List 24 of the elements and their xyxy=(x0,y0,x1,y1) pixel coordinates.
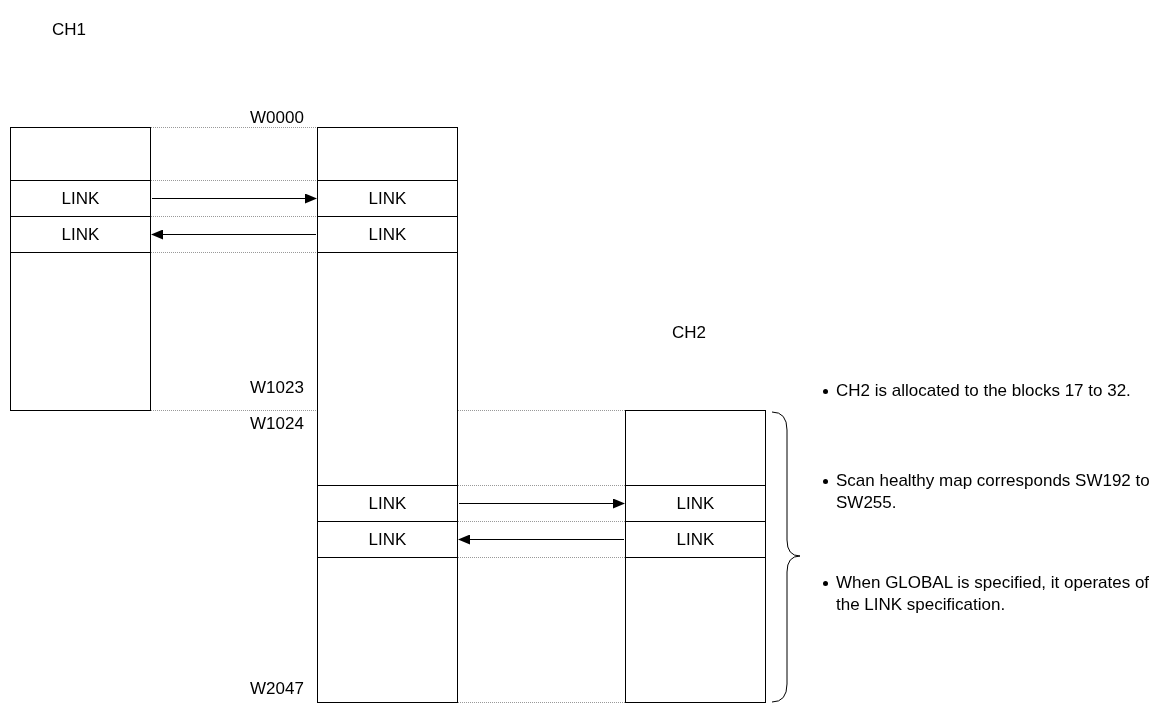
address-label: W1024 xyxy=(250,414,304,434)
block-label: LINK xyxy=(368,188,407,209)
block-label: LINK xyxy=(368,529,407,550)
block-label: LINK xyxy=(368,493,407,514)
bullet-note: CH2 is allocated to the blocks 17 to 32. xyxy=(836,380,1132,402)
address-label: W1023 xyxy=(250,378,304,398)
memory-column xyxy=(625,410,766,703)
bullet-note: When GLOBAL is specified, it operates of the LINK specification. xyxy=(836,572,1151,616)
address-label: W0000 xyxy=(250,108,304,128)
arrow xyxy=(151,229,317,240)
block-label: LINK xyxy=(61,188,100,209)
arrow xyxy=(458,498,625,509)
arrow xyxy=(458,534,625,545)
block-label: LINK xyxy=(676,529,715,550)
channel-heading: CH2 xyxy=(672,323,706,343)
channel-heading: CH1 xyxy=(52,20,86,40)
memory-column xyxy=(10,127,151,411)
block-label: LINK xyxy=(61,224,100,245)
block-label: LINK xyxy=(368,224,407,245)
bullet-note: Scan healthy map corresponds SW192 to SW255. xyxy=(836,470,1151,514)
address-label: W2047 xyxy=(250,679,304,699)
memory-column xyxy=(317,127,458,703)
arrow xyxy=(151,193,317,204)
block-label: LINK xyxy=(676,493,715,514)
